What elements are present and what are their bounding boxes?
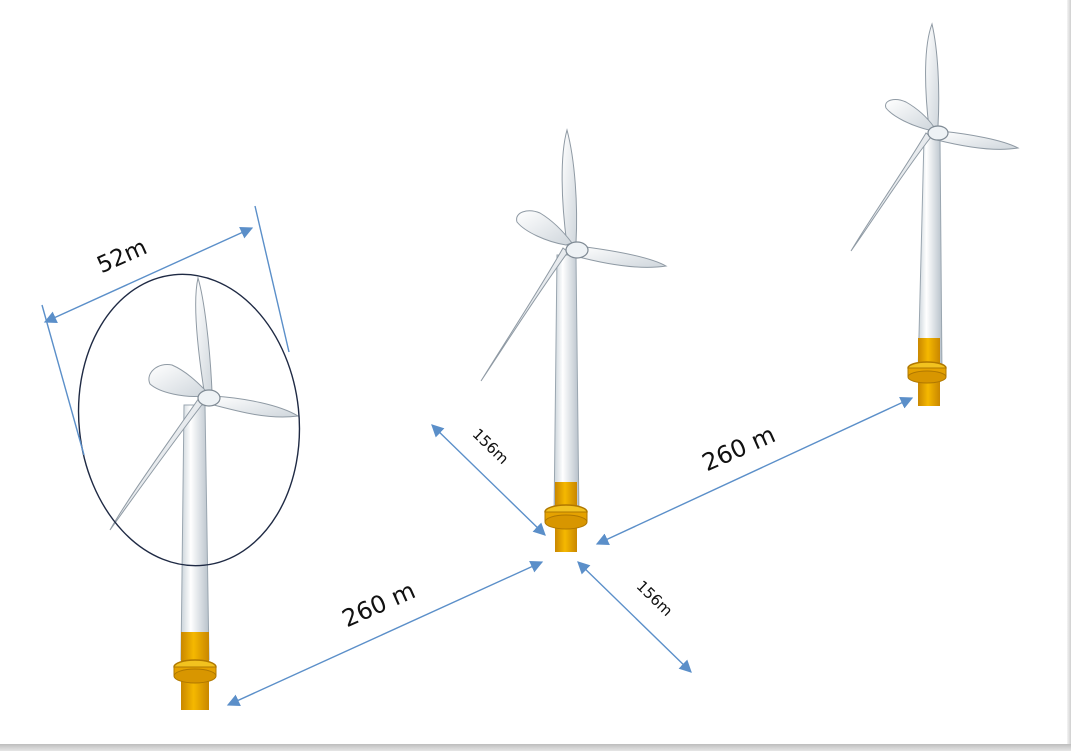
turbine-right-blade-down (850, 132, 932, 252)
turbine-left-blade-right (209, 395, 300, 418)
turbine-left-hub (197, 389, 221, 407)
frame-right-edge (1067, 0, 1071, 751)
turbine-middle-blade-left (516, 210, 573, 246)
turbine-middle-blade-right (574, 245, 668, 268)
spacing-label-left: 260 m (338, 576, 420, 633)
rotor-extension-left (41, 304, 85, 456)
spacing-arrow-left (226, 560, 544, 707)
turbine-right-blade-left (885, 99, 935, 131)
turbine-left-blade-down (109, 397, 205, 531)
rotor-diameter-arrow (43, 226, 254, 324)
turbine-middle-hub (565, 241, 589, 259)
frame-bottom-shadow (0, 744, 1071, 751)
rotor-extension-right (254, 205, 290, 353)
spacing-arrow-right (595, 397, 914, 545)
diagonal-label-upper: 156m (469, 425, 513, 468)
spacing-label-right: 260 m (698, 420, 780, 477)
diagonal-label-lower: 156m (633, 577, 677, 620)
dimension-arrows (41, 205, 914, 707)
turbine-right-hub (927, 125, 949, 141)
turbine-middle-tower (553, 254, 580, 521)
turbine-right-blade-up (925, 22, 940, 129)
turbine-left-blade-left (148, 364, 208, 397)
turbine-left-blade-up (195, 276, 213, 398)
turbine-middle-blade-up (561, 128, 578, 246)
turbine-middle-blade-down (480, 247, 569, 382)
turbine-right-blade-right (936, 130, 1020, 150)
rotor-diameter-label: 52m (93, 234, 151, 279)
turbine-left (77, 273, 301, 710)
turbine-middle (480, 128, 668, 552)
diagonal-arrow-lower (577, 561, 692, 673)
diagonal-arrow-upper (431, 424, 546, 536)
turbine-left-tower (180, 404, 210, 661)
turbine-right (850, 22, 1020, 406)
